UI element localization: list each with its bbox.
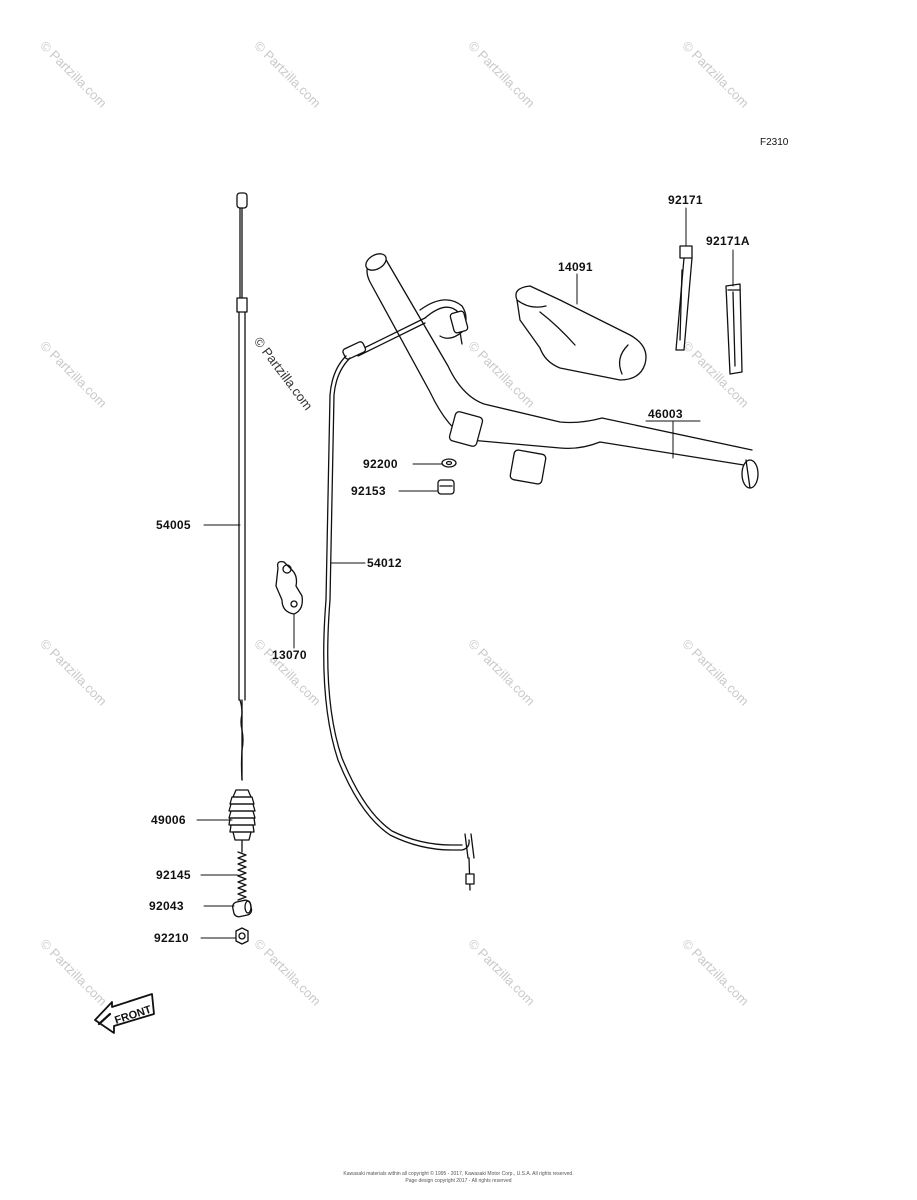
part-label-54012: 54012 [367,556,402,570]
washer-92200 [441,458,457,468]
nut-92210 [235,927,249,945]
cable-54012 [323,317,475,891]
leader-lines [196,207,734,939]
figure-code: F2310 [760,137,789,148]
bolt-92153 [437,479,455,495]
front-arrow-icon [94,993,155,1034]
part-label-13070: 13070 [272,648,307,662]
handlebar-46003 [365,253,759,489]
pin-92043 [232,899,253,918]
part-label-46003: 46003 [648,407,683,421]
cable-54005 [236,192,248,781]
throttle-housing [419,299,469,345]
part-label-92145: 92145 [156,868,191,882]
part-label-54005: 54005 [156,518,191,532]
band-92171 [675,245,693,351]
part-label-92200: 92200 [363,457,398,471]
part-label-92171: 92171 [668,193,703,207]
band-92171a [725,283,743,375]
pad-14091 [515,285,647,381]
copyright-line: Kawasaki materials within all copyright … [343,1171,574,1177]
part-label-14091: 14091 [558,260,593,274]
part-label-92210: 92210 [154,931,189,945]
part-label-49006: 49006 [151,813,186,827]
copyright-line-2: Page design copyright 2017 - All rights … [405,1178,512,1184]
spring-92145 [237,851,247,901]
part-label-92153: 92153 [351,484,386,498]
boot-49006 [228,789,256,853]
part-label-92171a: 92171A [706,234,750,248]
bracket-13070 [275,560,303,615]
part-label-92043: 92043 [149,899,184,913]
